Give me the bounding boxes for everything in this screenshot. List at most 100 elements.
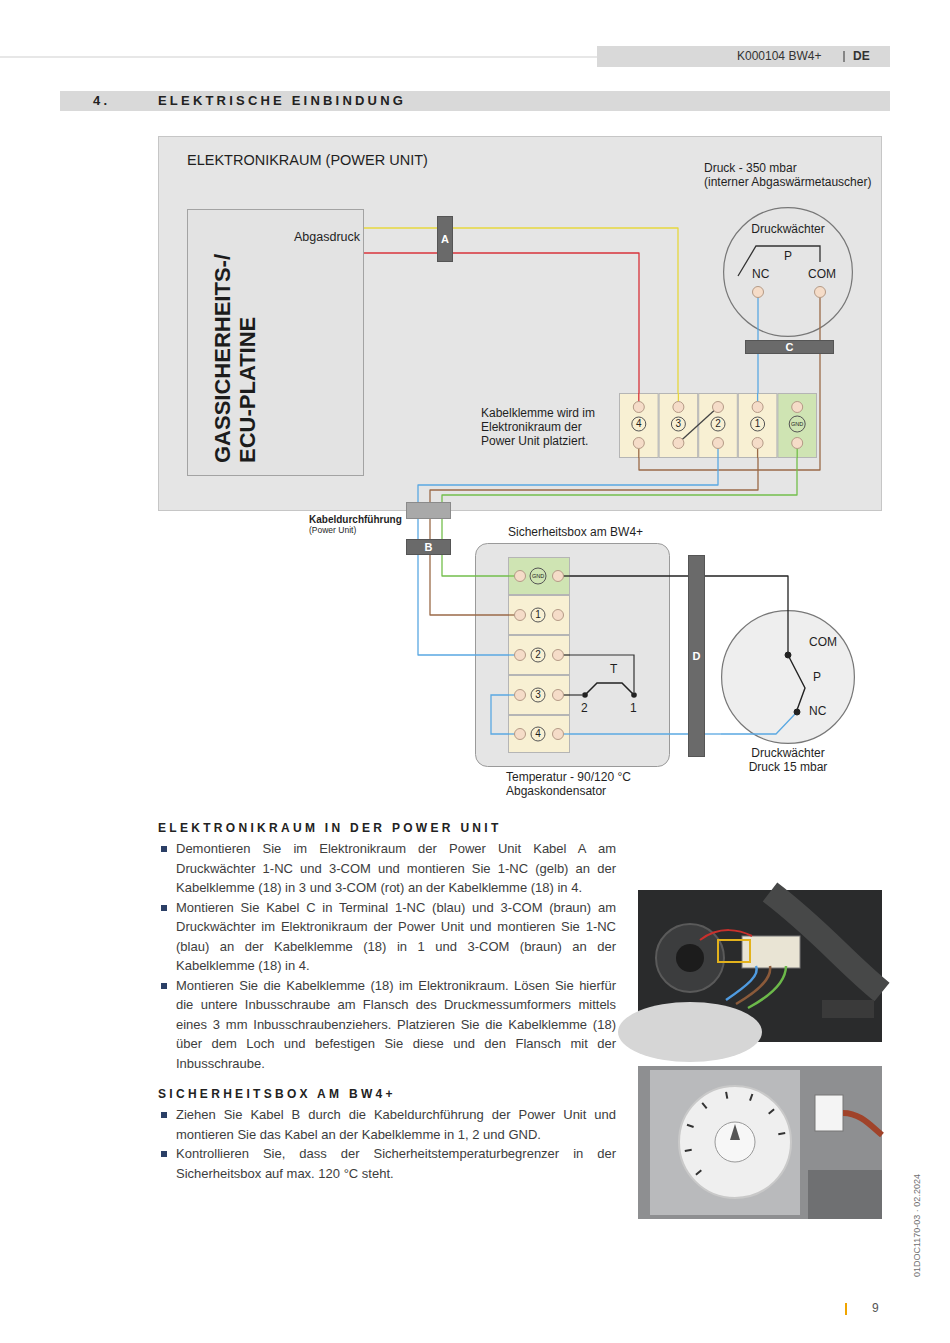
- terminal-cell: [699, 394, 738, 458]
- text-label: GND: [777, 417, 817, 431]
- wire-segment: [819, 298, 820, 338]
- pressure-switch: COMPNCDruckwächter Druck 15 mbar: [721, 610, 855, 744]
- plug-connector: A: [437, 216, 453, 262]
- contact-dot: [794, 709, 800, 715]
- wire-segment: [757, 298, 758, 338]
- terminal-cell: [738, 394, 777, 458]
- wire-segment: [564, 654, 571, 655]
- panel-title: ELEKTRONIKRAUM (POWER UNIT): [187, 152, 428, 169]
- bullet-item: Ziehen Sie Kabel B durch die Kabeldurchf…: [176, 1105, 616, 1144]
- screw-contact: [553, 729, 564, 740]
- text-label: 2: [524, 648, 552, 662]
- wire-connector: [453, 228, 678, 393]
- pin-name: COM: [809, 636, 837, 650]
- wire-segment: [788, 655, 805, 710]
- wire-connector: [364, 252, 437, 253]
- instruction-text: Kontrollieren Sie, dass der Sicherheitst…: [176, 1144, 616, 1183]
- photo-hose: [770, 892, 882, 992]
- wire-connector: [418, 555, 508, 655]
- switch-circle: [724, 208, 853, 337]
- wire-segment: [508, 575, 515, 576]
- wire-connector: [441, 519, 442, 539]
- cable-gland: Kabeldurchführung(Power Unit): [406, 502, 451, 519]
- photo-flange: [618, 1002, 762, 1062]
- bullet-square: [161, 1112, 167, 1118]
- wire-connector: [430, 555, 508, 615]
- photo-dial: [679, 1086, 791, 1198]
- wire-segment: [757, 449, 758, 459]
- photo-electronics: [638, 890, 882, 1042]
- pressure-switch: Druck - 350 mbar(interner Abgaswärmetaus…: [723, 207, 853, 337]
- wire-segment: [508, 694, 515, 695]
- page-marker: [845, 1303, 847, 1315]
- screw-contact: [792, 438, 803, 449]
- photo-connector: [815, 1095, 843, 1131]
- safety-box-outline: [476, 544, 670, 767]
- pressure-spec: Druck - 350 mbar: [704, 162, 797, 176]
- instruction-text: Montieren Sie die Kabelklemme (18) im El…: [176, 976, 616, 1074]
- wire-segment: [638, 449, 639, 459]
- instruction-text: Ziehen Sie Kabel B durch die Kabeldurchf…: [176, 1105, 616, 1144]
- contact-dot: [631, 692, 637, 698]
- photo-fitting-core: [676, 944, 704, 972]
- bullet-item: Demontieren Sie im Elektronikraum der Po…: [176, 839, 616, 898]
- instruction-column: ELEKTRONIKRAUM IN DER POWER UNITDemontie…: [158, 821, 618, 1183]
- photo-wire: [748, 966, 786, 1008]
- bridge-wire: [491, 695, 508, 734]
- pin-number: 2: [581, 702, 588, 716]
- bullet-item: Montieren Sie Kabel C in Terminal 1-NC (…: [176, 898, 616, 976]
- pressure-spec: (interner Abgaswärmetauscher): [704, 176, 871, 190]
- page-number: 9: [872, 1302, 879, 1316]
- safety-box: Sicherheitsbox am BW4+GND1234: [475, 543, 670, 767]
- photo-housing: [808, 1170, 882, 1219]
- screw-contact: [515, 610, 526, 621]
- wire-connector: [429, 519, 430, 539]
- part-name: (Power Unit): [309, 526, 356, 536]
- screw-contact: [553, 571, 564, 582]
- terminal-cell: [620, 394, 659, 458]
- text-label: GND: [524, 569, 552, 583]
- control-board: GASSICHERHEITS-/ ECU-PLATINEAbgasdruck: [187, 209, 364, 476]
- terminal-cell: [509, 558, 570, 595]
- instruction-text: Demontieren Sie im Elektronikraum der Po…: [176, 839, 616, 898]
- screw-contact: [752, 402, 763, 413]
- pin-name: P: [784, 250, 792, 264]
- plug-connector: B: [406, 539, 451, 555]
- pin-name: COM: [808, 268, 836, 282]
- connector-letter: A: [441, 234, 449, 245]
- text-label: 1: [524, 608, 552, 622]
- section-bar: [60, 91, 890, 111]
- wire-segment: [564, 575, 571, 576]
- wire-segment: [638, 393, 639, 402]
- screw-contact: [752, 438, 763, 449]
- screw-contact: [553, 690, 564, 701]
- photo-knob: [715, 1122, 755, 1162]
- text-label: 1: [738, 417, 778, 431]
- wire-connector: [705, 576, 788, 610]
- wire-connector: [430, 458, 758, 502]
- wire-connector: [639, 354, 820, 470]
- photo-dial-pointer: [730, 1124, 740, 1140]
- photo-wire: [726, 966, 757, 1000]
- wire-connector: [417, 519, 418, 539]
- pin-name: NC: [809, 705, 826, 719]
- text-label: 3: [524, 688, 552, 702]
- language-code: DE: [853, 50, 870, 64]
- component-name: Druckwächter Druck 15 mbar: [747, 747, 829, 775]
- pin-name: NC: [752, 268, 769, 282]
- wire-connector: [442, 458, 797, 502]
- component-label: T: [610, 663, 617, 677]
- terminal-cell: [509, 636, 570, 675]
- contact-dot: [582, 692, 588, 698]
- component-name: Druckwächter: [743, 223, 833, 237]
- header-rule: [0, 57, 597, 58]
- pin-number: 1: [630, 702, 637, 716]
- wire-connector: [442, 555, 508, 576]
- wire-segment: [564, 733, 571, 734]
- text-label: 4: [524, 727, 552, 741]
- placement-note: Kabelklemme wird im Elektronikraum der P…: [481, 407, 611, 448]
- bullet-item: Montieren Sie die Kabelklemme (18) im El…: [176, 976, 616, 1074]
- board-title: GASSICHERHEITS-/ ECU-PLATINE: [210, 227, 261, 463]
